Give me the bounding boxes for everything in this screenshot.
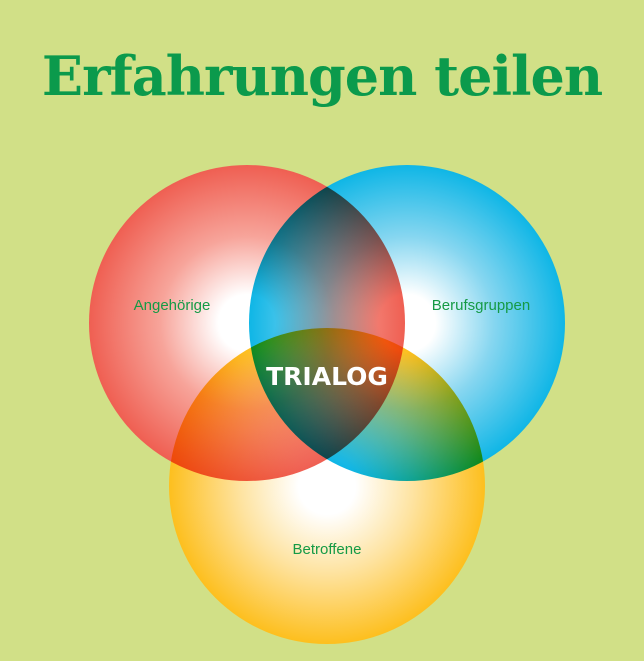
venn-circles — [89, 165, 565, 644]
label-betroffene: Betroffene — [293, 541, 362, 558]
label-trialog: TRIALOG — [266, 362, 388, 391]
circle-betroffene — [169, 328, 485, 644]
label-berufsgruppen: Berufsgruppen — [432, 297, 530, 314]
page-title: Erfahrungen teilen — [41, 44, 603, 108]
label-angehoerige: Angehörige — [134, 297, 211, 314]
